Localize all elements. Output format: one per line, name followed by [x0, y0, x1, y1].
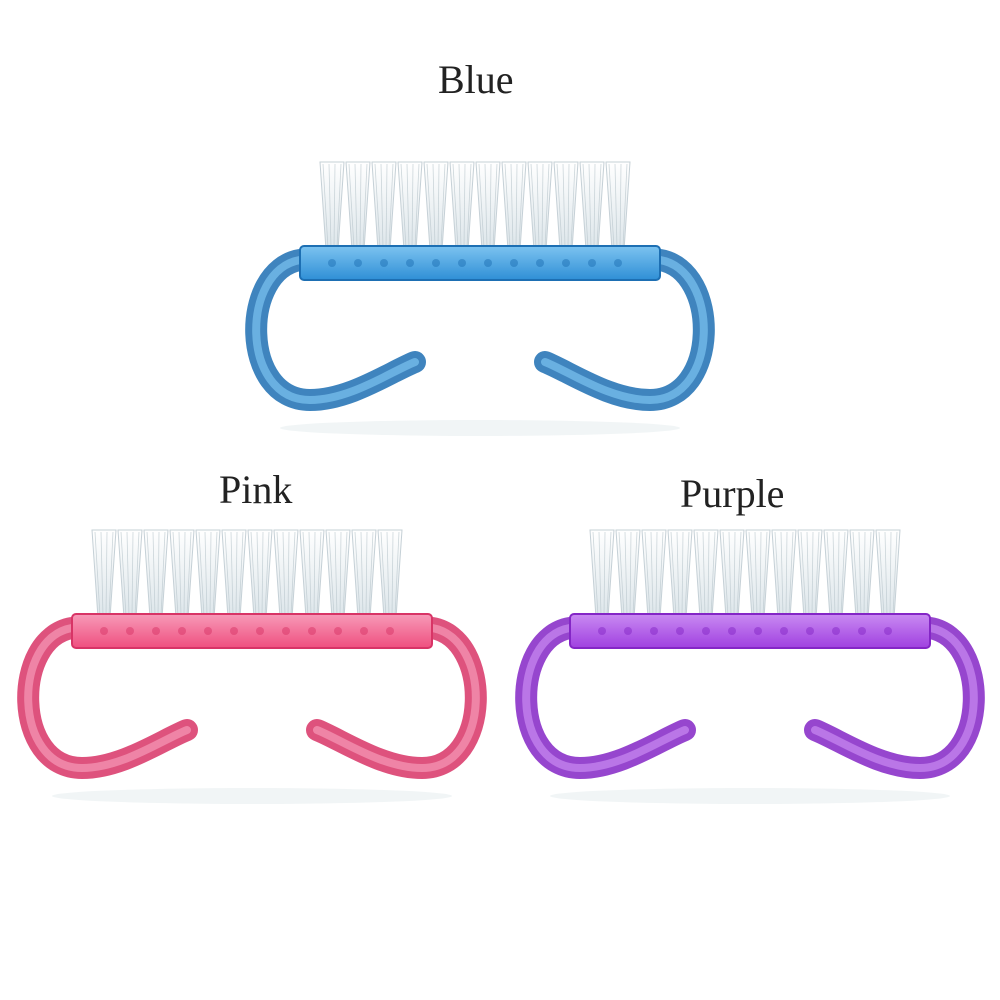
bristles [589, 529, 901, 619]
brush-head [569, 613, 931, 649]
nail-brush-pink [17, 529, 487, 804]
variant-label-pink: Pink [219, 467, 293, 512]
bristles [319, 161, 631, 251]
bristles [91, 529, 403, 619]
variant-label-purple: Purple [680, 471, 785, 516]
brush-head [71, 613, 433, 649]
brush-head [299, 245, 661, 281]
reflection [52, 788, 452, 804]
variant-label-blue: Blue [438, 57, 514, 102]
reflection [280, 420, 680, 436]
nail-brush-blue [245, 161, 715, 436]
nail-brush-purple [515, 529, 985, 804]
reflection [550, 788, 950, 804]
